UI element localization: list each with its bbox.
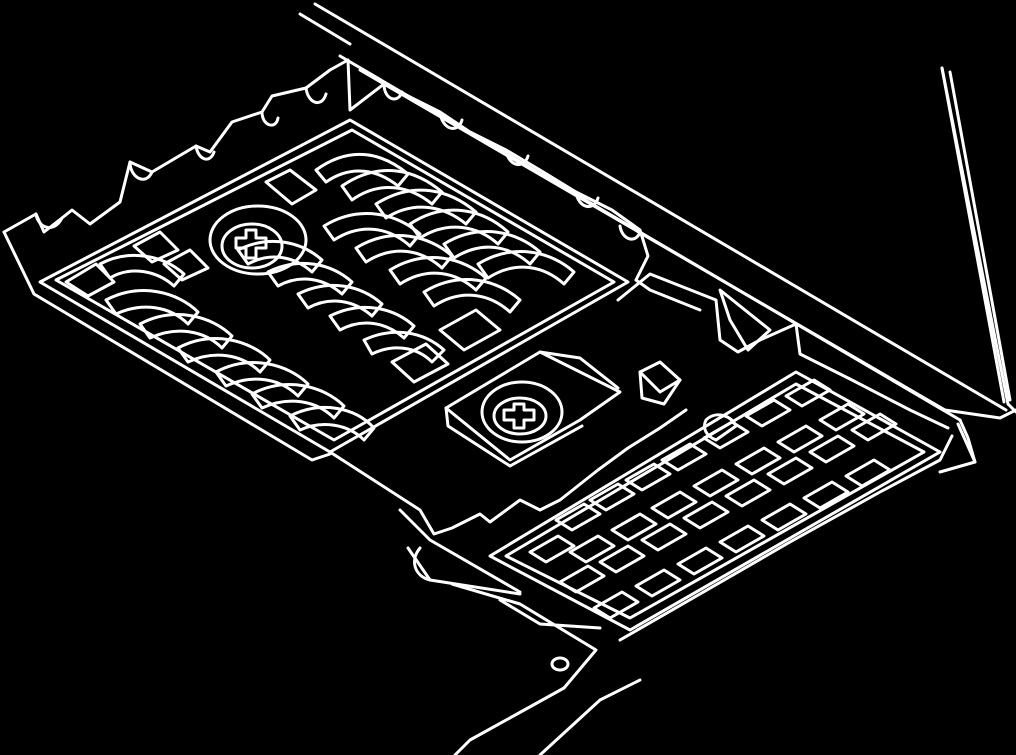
mounting-bracket <box>328 272 954 755</box>
small-slotted-tray <box>488 370 942 632</box>
guide-rod <box>940 66 1012 404</box>
left-screw <box>208 204 308 276</box>
large-slotted-tray <box>2 58 650 462</box>
large-tray-slots <box>64 152 576 442</box>
center-screw <box>480 380 564 444</box>
